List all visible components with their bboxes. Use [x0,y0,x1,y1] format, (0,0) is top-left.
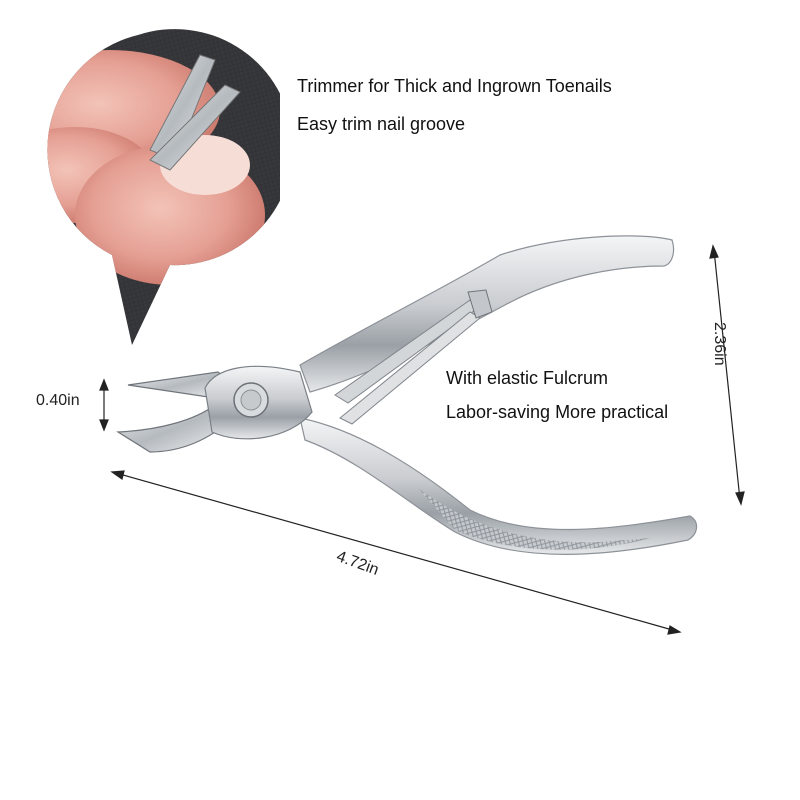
jaw-opening-label: 0.40in [36,392,80,409]
headline-line-2: Easy trim nail groove [297,114,466,134]
height-label: 2.36in [711,322,728,366]
dimension-arrows [99,244,745,635]
nail-clipper [116,235,698,555]
inset-photo [47,29,280,345]
feature-line-1: With elastic Fulcrum [446,368,609,388]
feature-line-2: Labor-saving More practical [446,402,669,422]
headline-line-1: Trimmer for Thick and Ingrown Toenails [297,76,612,96]
